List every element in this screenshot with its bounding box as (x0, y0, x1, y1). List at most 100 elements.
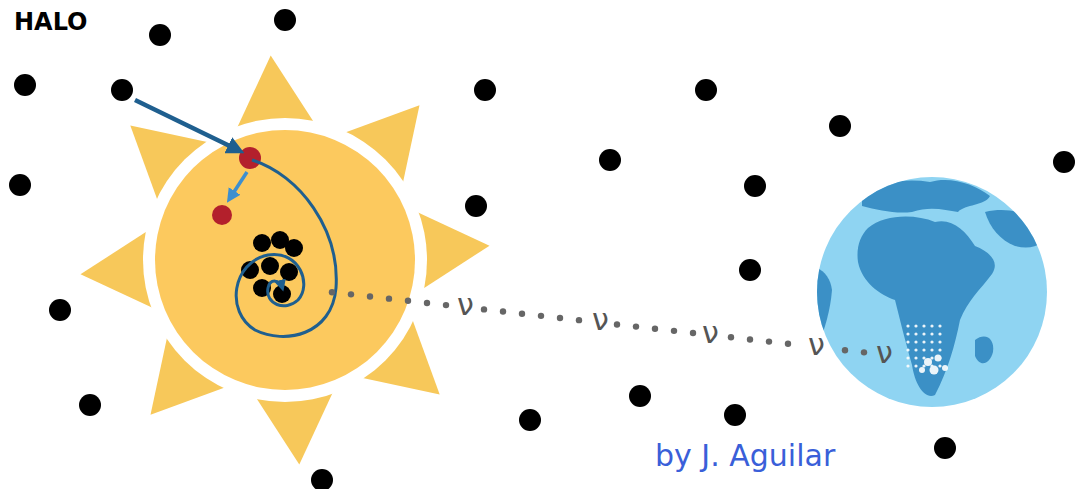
detector-dot (930, 332, 933, 335)
dark-matter-particle (739, 259, 761, 281)
detector-dot (922, 364, 925, 367)
detector-dot (942, 365, 948, 371)
detector-dot (922, 340, 925, 343)
detector-dot (914, 332, 917, 335)
infall-arrow (135, 100, 238, 150)
detector-dot (938, 332, 941, 335)
trail-dot (785, 341, 791, 347)
dark-matter-particle (519, 409, 541, 431)
detector-dot (930, 348, 933, 351)
sun-rays (81, 56, 490, 465)
dark-matter-particle (149, 24, 171, 46)
detector-dot (919, 367, 925, 373)
detector-dot (914, 324, 917, 327)
dark-matter-particle (253, 234, 271, 252)
trail-dot (557, 315, 563, 321)
trail-dot (538, 313, 544, 319)
trail-dot (766, 338, 772, 344)
sun-ring (143, 118, 427, 402)
dark-matter-particle (14, 74, 36, 96)
detector-dot (938, 364, 941, 367)
detector-dot (930, 340, 933, 343)
detector-dot (924, 358, 932, 366)
dark-matter-particle (280, 263, 298, 281)
dark-matter-particle (724, 404, 746, 426)
neutrino-trail (329, 289, 867, 356)
trail-dot (348, 291, 354, 297)
detector-dot (906, 332, 909, 335)
dark-matter-particle (474, 79, 496, 101)
trail-dot (405, 298, 411, 304)
dark-matter-particle (273, 285, 291, 303)
trail-dot (500, 308, 506, 314)
halo-label: HALO (14, 10, 88, 34)
detector-dot (906, 324, 909, 327)
detector-dot (906, 348, 909, 351)
detector-dot (938, 324, 941, 327)
trail-dot (443, 302, 449, 308)
scatter-arrow (230, 172, 247, 198)
trail-dot (481, 306, 487, 312)
trail-dot (633, 323, 639, 329)
trail-dot (614, 321, 620, 327)
dark-matter-particle (79, 394, 101, 416)
dark-matter-particle (744, 175, 766, 197)
dark-matter-particles (9, 9, 1075, 489)
credit-text: by J. Aguilar (655, 441, 835, 471)
detector-dot (935, 355, 942, 362)
dark-matter-particle (599, 149, 621, 171)
trail-dot (728, 334, 734, 340)
detector-dot (930, 324, 933, 327)
detector-dot (914, 356, 917, 359)
sun-disc (155, 130, 415, 390)
neutrino-symbol: ν (808, 330, 825, 360)
neutrino-symbol: ν (457, 290, 474, 320)
captured-particle (239, 147, 261, 169)
trail-dot (671, 328, 677, 334)
trail-dot (842, 347, 848, 353)
detector-dot (938, 348, 941, 351)
detector-dot (906, 356, 909, 359)
detector-dot (922, 356, 925, 359)
trail-dot (519, 310, 525, 316)
earth (798, 177, 1050, 407)
dark-matter-particle (9, 174, 31, 196)
detector-dot (914, 340, 917, 343)
neutrino-symbol: ν (876, 338, 893, 368)
dark-matter-particle (829, 115, 851, 137)
dark-matter-particle (49, 299, 71, 321)
detector-dot (906, 340, 909, 343)
trail-dot (424, 300, 430, 306)
dark-matter-particle (629, 385, 651, 407)
detector-dot (914, 364, 917, 367)
neutrino-symbol: ν (592, 305, 609, 335)
trail-dot (690, 330, 696, 336)
detector-dot (922, 348, 925, 351)
trail-dot (329, 289, 335, 295)
dark-matter-particle (465, 195, 487, 217)
detector-dot (930, 356, 933, 359)
dark-matter-particle (274, 9, 296, 31)
capture-spiral (236, 160, 336, 336)
trail-dot (861, 349, 867, 355)
trail-dot (652, 326, 658, 332)
scattered-particle (212, 205, 232, 225)
dark-matter-particle (285, 239, 303, 257)
trail-dot (386, 295, 392, 301)
trail-dot (747, 336, 753, 342)
dark-matter-particle (111, 79, 133, 101)
detector-dot (914, 348, 917, 351)
dark-matter-particle (695, 79, 717, 101)
detector-dot (906, 364, 909, 367)
detector-dot (922, 324, 925, 327)
neutrino-symbol: ν (702, 318, 719, 348)
dark-matter-particle (934, 437, 956, 459)
dark-matter-particle (261, 257, 279, 275)
detector-dot (930, 366, 939, 375)
dark-matter-particle (311, 469, 333, 489)
trail-dot (367, 293, 373, 299)
detector-dot (922, 332, 925, 335)
detector-dot (938, 340, 941, 343)
